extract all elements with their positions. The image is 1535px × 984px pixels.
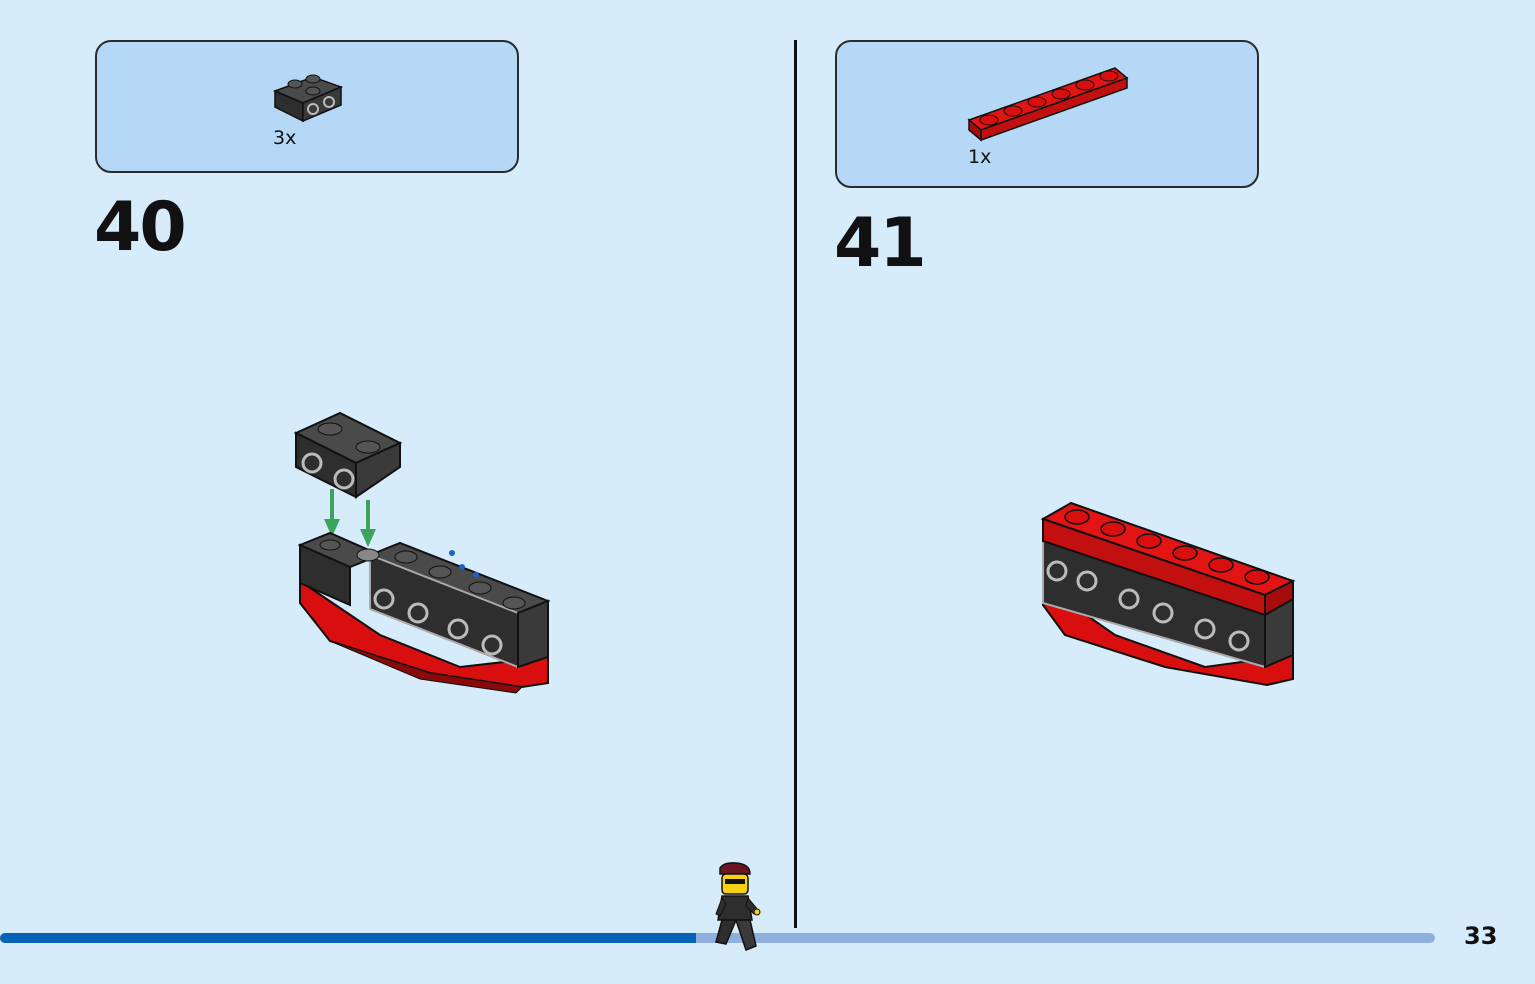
black-bracket-part-icon xyxy=(272,74,344,123)
placement-arrows xyxy=(324,489,376,547)
progress-fill xyxy=(0,933,696,943)
red-plate-part-icon xyxy=(967,67,1129,142)
step-40-assembly-illustration xyxy=(293,411,551,694)
bracket-piece xyxy=(293,411,403,499)
step-41-assembly-illustration xyxy=(1040,501,1296,687)
black-brick-row xyxy=(1042,537,1294,669)
page-number: 33 xyxy=(1464,922,1498,950)
red-hull xyxy=(1042,583,1294,687)
red-hull xyxy=(299,579,549,694)
step-divider xyxy=(794,40,797,928)
step-number-41: 41 xyxy=(834,204,927,283)
red-plate-on-top xyxy=(1040,501,1296,617)
black-brick-row xyxy=(297,531,551,669)
minifigure-progress-icon xyxy=(715,862,761,951)
parts-callout-step-40: 3x xyxy=(95,40,519,173)
step-number-40: 40 xyxy=(94,188,187,267)
parts-callout-step-41: 1x xyxy=(835,40,1259,188)
part-quantity: 3x xyxy=(273,127,297,149)
part-quantity: 1x xyxy=(968,146,992,168)
